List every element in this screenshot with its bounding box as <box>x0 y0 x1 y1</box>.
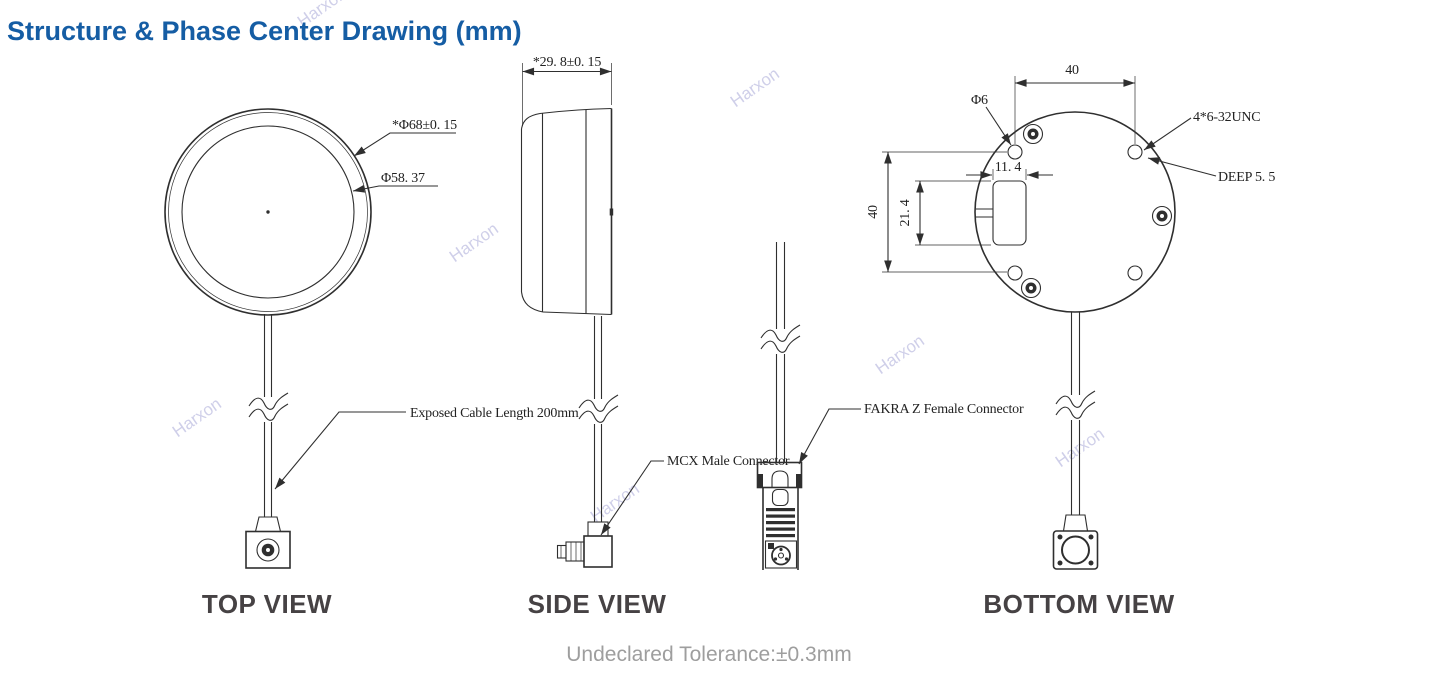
mount-hole <box>1127 144 1143 160</box>
watermark-text: Harxon <box>727 64 783 111</box>
dim-thread-depth: DEEP 5. 5 <box>1218 170 1275 185</box>
cable-length-note: Exposed Cable Length 200mm <box>410 406 579 421</box>
cable-break-symbol <box>578 394 619 412</box>
cable-break-symbol <box>1055 390 1096 408</box>
screw-hole <box>1020 277 1042 299</box>
dim-hole-spacing-left: 40 <box>866 205 881 219</box>
fakra-drawing: FAKRA Z Female Connector <box>756 242 1024 570</box>
leader-outer-diameter <box>353 132 456 157</box>
mcx-connector <box>556 521 613 568</box>
bottom-view-label: BOTTOM VIEW <box>983 589 1174 619</box>
phase-center-dot <box>266 210 270 214</box>
cable-break-symbol <box>248 403 289 421</box>
antenna-inner-circle <box>181 125 355 299</box>
leader-fakra <box>798 408 861 465</box>
top-view-cable-connector <box>245 516 291 569</box>
mcx-connector-note: MCX Male Connector <box>667 454 790 469</box>
leader-mcx <box>600 460 664 536</box>
mount-hole <box>1007 265 1023 281</box>
watermark-text: Harxon <box>446 219 502 266</box>
page-title: Structure & Phase Center Drawing (mm) <box>7 16 522 46</box>
bottom-view-drawing: 40 Φ6 4*6-32UNC DEEP 5. 5 40 21. 4 11. 4 <box>866 63 1276 570</box>
dim-recess-width: 11. 4 <box>995 160 1022 175</box>
antenna-rim-inner-line <box>168 112 368 312</box>
antenna-outer-rim <box>164 108 372 316</box>
screw-hole <box>1151 205 1173 227</box>
top-view-drawing: *Φ68±0. 15 Φ58. 37 Exposed Cable Length … <box>164 108 579 569</box>
dim-thread: 4*6-32UNC <box>1193 110 1260 125</box>
leader-cable-length <box>274 411 406 490</box>
mount-hole <box>1007 144 1023 160</box>
dim-recess-height: 21. 4 <box>898 199 913 226</box>
side-slot-mark <box>609 208 614 216</box>
cable-break-symbol <box>578 405 619 423</box>
dim-hole-spacing-top: 40 <box>1065 63 1079 78</box>
leader-thread <box>1143 117 1192 151</box>
cable-break-symbol <box>760 335 801 353</box>
bottom-view-cable-connector <box>1052 514 1099 570</box>
watermark-text: Harxon <box>872 331 928 378</box>
mount-hole <box>1127 265 1143 281</box>
fakra-connector-note: FAKRA Z Female Connector <box>864 402 1024 417</box>
connector-recess <box>992 180 1027 246</box>
leader-hole-diameter <box>985 106 1012 146</box>
cable-break-symbol <box>248 392 289 410</box>
dim-outer-diameter: *Φ68±0. 15 <box>392 118 457 133</box>
tolerance-note: Undeclared Tolerance:±0.3mm <box>566 643 851 666</box>
dim-width: *29. 8±0. 15 <box>533 55 601 70</box>
leader-depth <box>1147 157 1217 177</box>
cable-break-symbol <box>1055 401 1096 419</box>
bottom-disc <box>974 111 1176 313</box>
leader-inner-diameter <box>352 185 438 193</box>
dim-hole-diameter: Φ6 <box>971 93 988 108</box>
dim-inner-diameter: Φ58. 37 <box>381 171 425 186</box>
screw-hole <box>1022 123 1044 145</box>
side-view-label: SIDE VIEW <box>528 589 667 619</box>
watermark-text: Harxon <box>169 394 225 441</box>
cable-break-symbol <box>760 324 801 342</box>
side-view-drawing: *29. 8±0. 15 MCX Male Conn <box>520 55 790 568</box>
fakra-connector <box>756 461 803 570</box>
top-view-label: TOP VIEW <box>202 589 332 619</box>
